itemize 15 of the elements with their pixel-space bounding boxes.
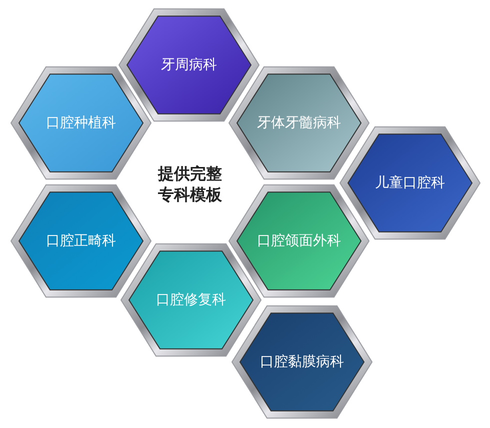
specialty-label: 口腔黏膜病科 [259, 353, 345, 371]
specialty-label: 口腔颌面外科 [256, 232, 342, 250]
hexagon-tile [228, 184, 370, 298]
specialty-label: 牙体牙髓病科 [256, 114, 342, 132]
hexagon-tile [10, 184, 152, 298]
specialty-label: 口腔种植科 [45, 114, 117, 132]
hexagon-tile [228, 66, 370, 180]
hexagon-tile [339, 126, 481, 240]
specialty-label: 口腔正畸科 [45, 232, 117, 250]
specialty-label: 牙周病科 [160, 56, 218, 74]
specialty-label: 儿童口腔科 [374, 174, 446, 192]
hexagon-tile [10, 66, 152, 180]
specialty-label: 口腔修复科 [155, 291, 227, 309]
hexagon-tile [231, 305, 373, 419]
center-caption: 提供完整专科模板 [156, 163, 223, 205]
